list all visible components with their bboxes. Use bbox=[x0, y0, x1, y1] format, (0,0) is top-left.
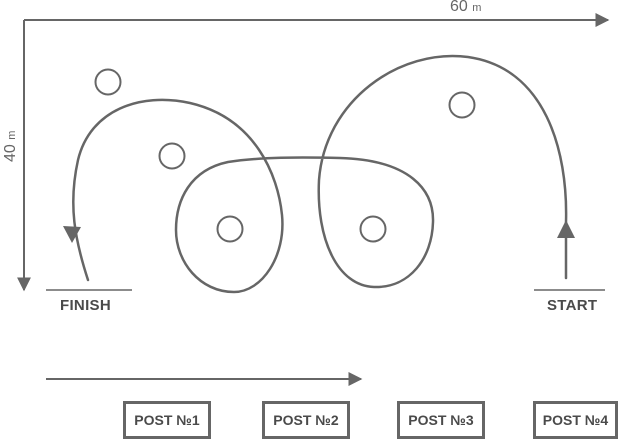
cone-4 bbox=[359, 215, 387, 243]
driving-path bbox=[72, 54, 568, 294]
post-4-box: POST №4 bbox=[533, 401, 618, 439]
post-2-label: POST №2 bbox=[273, 412, 339, 428]
width-unit: m bbox=[472, 2, 482, 14]
width-value: 60 bbox=[450, 0, 468, 15]
start-direction-arrowhead bbox=[557, 220, 575, 238]
height-dimension-label: 40 m bbox=[2, 131, 20, 162]
height-unit: m bbox=[6, 130, 18, 140]
height-value: 40 bbox=[2, 144, 19, 162]
start-label: START bbox=[547, 297, 598, 314]
post-3-label: POST №3 bbox=[408, 412, 474, 428]
width-dimension-label: 60 m bbox=[450, 0, 481, 16]
finish-direction-arrowhead bbox=[63, 226, 81, 243]
cone-2 bbox=[158, 142, 186, 170]
post-1-label: POST №1 bbox=[134, 412, 200, 428]
cone-1 bbox=[94, 68, 122, 96]
post-4-label: POST №4 bbox=[542, 412, 609, 428]
cone-5 bbox=[448, 91, 476, 119]
post-2-box: POST №2 bbox=[262, 401, 350, 439]
post-3-box: POST №3 bbox=[397, 401, 485, 439]
post-1-box: POST №1 bbox=[123, 401, 211, 439]
finish-label: FINISH bbox=[60, 297, 111, 314]
cone-3 bbox=[216, 215, 244, 243]
